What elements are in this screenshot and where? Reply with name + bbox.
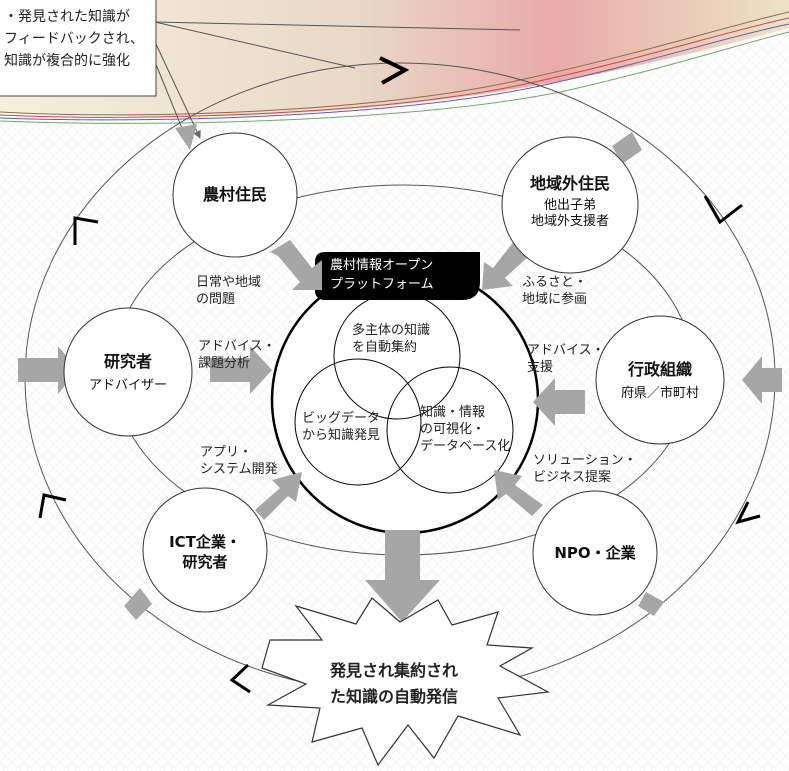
banner-line-brown bbox=[0, 11, 789, 116]
callout-line-2 bbox=[154, 61, 188, 139]
output-text: 発見され集約され た知識の自動発信 bbox=[330, 661, 459, 706]
platform-label-bg bbox=[315, 252, 480, 300]
feedback-chevron-lower-right bbox=[735, 501, 761, 525]
node-researcher-sub: アドバイザー bbox=[88, 378, 167, 393]
feedback-chevron-right bbox=[703, 195, 743, 225]
center-left-label: ビッグデータ から知識発見 bbox=[302, 411, 381, 443]
arrow-outer-left bbox=[18, 346, 78, 394]
node-farmers: 農村住民 bbox=[175, 185, 295, 205]
node-admin-sub: 府県／市町村 bbox=[620, 386, 699, 401]
node-circle-ict bbox=[142, 487, 268, 613]
arrow-npo-in bbox=[494, 470, 543, 516]
node-circle-farmers bbox=[172, 132, 298, 258]
arrow-researcher-in bbox=[210, 346, 272, 394]
arrow-farmers-in bbox=[270, 240, 322, 290]
flow-label-npo: ソリューション・ ビジネス提案 bbox=[533, 453, 637, 485]
node-circle-admin bbox=[595, 315, 725, 445]
node-npo-title: NPO・企業 bbox=[554, 544, 636, 562]
banner-line-purple bbox=[0, 23, 789, 121]
arrow-outer-bottom-right bbox=[638, 592, 664, 616]
feedback-chevron-bottom bbox=[229, 663, 251, 694]
venn-right-circle bbox=[386, 366, 514, 494]
feedback-chevron-top bbox=[379, 56, 410, 85]
top-banner bbox=[0, 0, 789, 117]
arrow-ict-in bbox=[255, 472, 302, 520]
output-starburst bbox=[261, 597, 550, 767]
venn-left-circle bbox=[294, 358, 422, 486]
flow-label-researcher: アドバイス・ 課題分析 bbox=[198, 339, 276, 371]
arrow-admin-in bbox=[533, 378, 585, 426]
flow-label-ict: アプリ・ システム開発 bbox=[200, 445, 278, 477]
node-admin-title: 行政組織 bbox=[627, 360, 692, 379]
node-ict-title: ICT企業・ 研究者 bbox=[169, 533, 241, 571]
center-right-label: 知識・情報 の可視化・ データベース化 bbox=[420, 405, 511, 454]
node-circle-outside bbox=[501, 136, 639, 274]
platform-title: 農村情報オープン プラットフォーム bbox=[330, 258, 434, 292]
node-outside-title: 地域外住民 bbox=[529, 174, 610, 193]
feedback-chevron-left bbox=[73, 216, 99, 245]
callout-line-4 bbox=[154, 21, 521, 31]
flow-label-outside: ふるさと・ 地域に参画 bbox=[522, 275, 588, 307]
callout-line-3 bbox=[154, 21, 356, 69]
node-admin: 行政組織 府県／市町村 bbox=[600, 360, 720, 402]
node-outside-sub: 他出子弟 地域外支援者 bbox=[530, 198, 609, 229]
callout-text: ・発見された知識が フィードバックされ、 知識が複合的に強化 bbox=[4, 9, 144, 69]
arrow-outer-right bbox=[742, 356, 782, 404]
arrow-output-down bbox=[365, 530, 440, 622]
arrow-outer-top-right bbox=[612, 132, 642, 164]
feedback-chevron-lower-left bbox=[38, 493, 67, 519]
banner-line-red bbox=[0, 17, 789, 118]
node-npo: NPO・企業 bbox=[535, 543, 655, 563]
node-circle-npo bbox=[532, 490, 658, 616]
center-top-label: 多主体の知識 を自動集約 bbox=[352, 323, 431, 355]
node-circle-researcher bbox=[63, 307, 193, 437]
flow-label-farmers: 日常や地域 の問題 bbox=[196, 275, 262, 307]
arrow-outer-bottom-left bbox=[124, 588, 152, 620]
banner-line-green bbox=[0, 31, 789, 124]
callout-box bbox=[0, 0, 157, 97]
arrow-outside-in bbox=[482, 240, 533, 290]
arrow-outer-top-left bbox=[175, 124, 197, 150]
flow-label-admin: アドバイス・ 支援 bbox=[527, 343, 605, 375]
node-ict: ICT企業・ 研究者 bbox=[145, 532, 265, 572]
node-researcher-title: 研究者 bbox=[103, 352, 152, 371]
node-researcher: 研究者 アドバイザー bbox=[68, 352, 188, 394]
node-outside: 地域外住民 他出子弟 地域外支援者 bbox=[510, 174, 630, 230]
callout-line-1 bbox=[154, 41, 201, 139]
node-farmers-title: 農村住民 bbox=[202, 185, 267, 204]
